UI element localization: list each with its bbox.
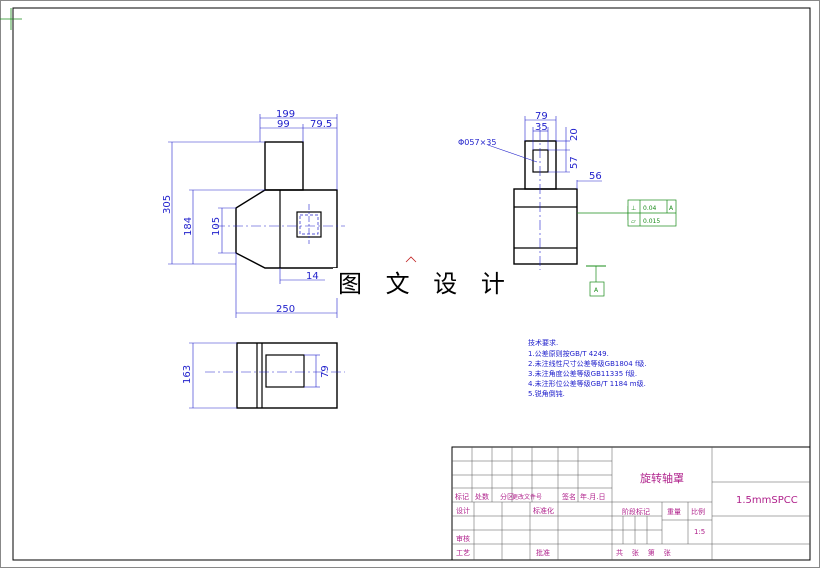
side-view-dimension-lines: [487, 116, 602, 189]
insertion-marker: [405, 256, 417, 263]
tb-header-doc: 更改文件号: [512, 493, 542, 501]
note-item: 2.未注线性尺寸公差等级GB1804 f级.: [528, 359, 647, 368]
side-view-top-flange: [524, 140, 557, 190]
tb-header-zone: 分区: [500, 492, 514, 501]
tb-stage-label: 阶段标记: [622, 507, 650, 516]
note-item: 4.未注形位公差等级GB/T 1184 m级.: [528, 379, 646, 388]
tb-header-sign: 签名: [562, 492, 576, 501]
datum-symbol: A: [586, 265, 606, 297]
side-view-hole: [532, 149, 549, 173]
tb-standardize-label: 标准化: [533, 506, 554, 515]
notes-title: 技术要求.: [528, 338, 558, 347]
dim-79-top: 79: [320, 365, 331, 378]
tol-value-1: 0.04: [643, 205, 657, 212]
dim-57: 57: [569, 156, 580, 169]
watermark-text: 图 文 设 计: [338, 270, 513, 298]
dim-99: 99: [277, 119, 290, 130]
top-view: 163 79: [182, 342, 345, 409]
tb-sheets: 共 张 第 张: [616, 548, 671, 557]
tb-header-mark: 标记: [455, 492, 469, 501]
dim-199: 199: [276, 109, 295, 120]
hole-callout: Φ057×35: [458, 138, 496, 147]
tb-process-label: 工艺: [456, 549, 470, 557]
dim-35: 35: [535, 122, 548, 133]
dim-14: 14: [306, 271, 319, 282]
tb-header-date: 年.月.日: [580, 492, 605, 501]
tb-designer-label: 设计: [456, 506, 470, 515]
tb-header-count: 处数: [475, 492, 489, 501]
tb-weight-label: 重量: [667, 508, 681, 516]
tol-value-2: 0.015: [643, 218, 660, 225]
front-view-top-flange: [264, 141, 304, 191]
side-view-body: [513, 188, 578, 265]
front-view: 199 99 79.5 305 184 105 14 250: [162, 109, 345, 318]
front-view-dimension-lines: [168, 114, 338, 318]
dim-79-5: 79.5: [310, 119, 332, 130]
watermark-backdrop: [333, 268, 483, 298]
dim-79-side: 79: [535, 111, 548, 122]
front-view-body-outline: [235, 189, 338, 269]
tb-part-name: 旋转轴罩: [640, 471, 684, 485]
note-item: 1.公差原则按GB/T 4249.: [528, 349, 609, 358]
tol-datum-a: A: [669, 205, 674, 212]
technical-notes: 技术要求. 1.公差原则按GB/T 4249. 2.未注线性尺寸公差等级GB18…: [528, 338, 647, 398]
dim-56: 56: [589, 171, 602, 182]
tol-symbol-perpendicular: ⊥: [631, 205, 636, 212]
top-view-window: [265, 354, 305, 388]
side-view: 79 35 20 57 56 Φ057×35 ⊥ 0.04 A ⏥ 0.015 …: [458, 111, 677, 297]
dim-163: 163: [182, 365, 193, 384]
dim-105: 105: [211, 217, 222, 236]
top-view-outline: [236, 342, 338, 409]
tb-review-label: 审核: [456, 534, 470, 543]
datum-label: A: [594, 287, 599, 294]
tol-symbol-flatness: ⏥: [631, 218, 636, 225]
tb-scale-value: 1:5: [694, 528, 705, 536]
title-block: 标记 处数 分区 更改文件号 签名 年.月.日 设计 标准化 审核 工艺 批准 …: [451, 446, 811, 561]
dim-184: 184: [183, 217, 194, 236]
dim-20: 20: [569, 128, 580, 141]
note-item: 3.未注角度公差等级GB11335 f级.: [528, 369, 637, 378]
top-view-dimension-lines: [189, 342, 320, 409]
tb-approve-label: 批准: [536, 548, 550, 557]
dim-250: 250: [276, 304, 295, 315]
tb-scale-label: 比例: [691, 507, 705, 516]
crosshair-cursor: [0, 8, 22, 30]
note-item: 5.锐角倒钝.: [528, 389, 565, 398]
title-block-grid: [452, 447, 810, 560]
tb-material: 1.5mmSPCC: [736, 495, 798, 506]
tolerance-frame: ⊥ 0.04 A ⏥ 0.015: [577, 199, 677, 227]
sheet-frame: [12, 7, 811, 561]
dim-305: 305: [162, 195, 173, 214]
